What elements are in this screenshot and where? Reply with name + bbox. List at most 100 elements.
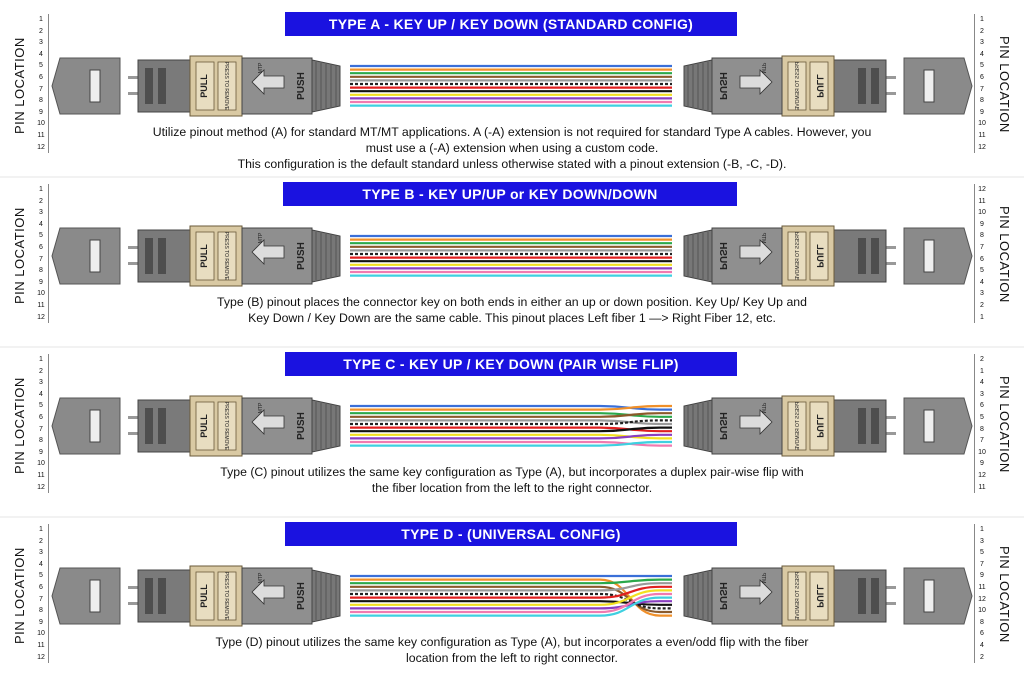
pull-label: PULL — [815, 244, 825, 268]
pin-number: 5 — [980, 267, 984, 275]
press-to-remove-label: PRESS TO REMOVE — [795, 572, 801, 621]
pin-number: 12 — [37, 313, 45, 321]
pin-number: 7 — [980, 243, 984, 251]
pin-number: 10 — [37, 460, 45, 468]
push-label: PUSH — [717, 412, 728, 440]
mtp-label: MTP — [760, 572, 766, 583]
pull-label: PULL — [199, 584, 209, 608]
pin-number: 7 — [980, 560, 984, 568]
pin-number: 1 — [980, 526, 984, 533]
pin-number: 8 — [39, 97, 43, 105]
push-label: PUSH — [717, 242, 728, 270]
pin-number: 6 — [980, 402, 984, 410]
pin-location-label-right: PIN LOCATION — [997, 546, 1012, 643]
fiber-bundle — [350, 574, 672, 617]
pin-number: 2 — [39, 537, 43, 545]
pin-number: 10 — [978, 607, 986, 615]
pin-number: 7 — [39, 425, 43, 433]
pin-number: 5 — [980, 62, 984, 70]
description-line: Key Down / Key Down are the same cable. … — [248, 311, 776, 325]
pin-number: 7 — [39, 255, 43, 263]
pin-number: 9 — [980, 572, 984, 580]
mtp-label: MTP — [258, 62, 264, 73]
pin-number: 8 — [39, 267, 43, 275]
pin-number: 3 — [39, 39, 43, 47]
push-label: PUSH — [296, 72, 307, 100]
description-line: location from the left to right connecto… — [406, 651, 618, 665]
fiber-line — [350, 440, 672, 447]
pin-number: 11 — [37, 641, 45, 649]
pin-number: 11 — [978, 483, 986, 491]
pin-location-label-left: PIN LOCATION — [12, 207, 27, 304]
push-label: PUSH — [717, 72, 728, 100]
description-line: This configuration is the default standa… — [237, 157, 787, 171]
pin-number: 7 — [39, 85, 43, 93]
press-to-remove-label: PRESS TO REMOVE — [223, 572, 229, 621]
push-label: PUSH — [296, 582, 307, 610]
fiber-line — [350, 585, 672, 599]
pin-number: 10 — [37, 630, 45, 638]
pin-number: 5 — [980, 549, 984, 557]
pin-number: 1 — [39, 16, 43, 23]
pin-number: 3 — [39, 209, 43, 217]
pin-number: 1 — [980, 367, 984, 375]
pin-number: 6 — [39, 243, 43, 251]
pin-number: 3 — [39, 379, 43, 387]
pin-number: 11 — [978, 197, 986, 205]
description-line: Type (C) pinout utilizes the same key co… — [220, 465, 804, 479]
fiber-line — [350, 585, 672, 614]
push-label: PUSH — [296, 412, 307, 440]
pin-number: 12 — [37, 483, 45, 491]
press-to-remove-label: PRESS TO REMOVE — [795, 62, 801, 111]
press-to-remove-label: PRESS TO REMOVE — [795, 232, 801, 281]
pin-number: 9 — [980, 460, 984, 468]
pin-number: 1 — [980, 313, 984, 321]
pin-number: 5 — [39, 402, 43, 410]
fiber-line — [350, 419, 672, 426]
pin-number: 6 — [980, 255, 984, 263]
pin-number: 12 — [37, 653, 45, 661]
panel-description: Utilize pinout method (A) for standard M… — [80, 124, 944, 172]
pin-number: 4 — [39, 560, 43, 568]
pin-number: 11 — [37, 131, 45, 139]
pin-number: 6 — [39, 583, 43, 591]
pin-number: 1 — [980, 16, 984, 23]
pull-label: PULL — [199, 244, 209, 268]
pin-number: 1 — [39, 526, 43, 533]
fiber-line — [350, 592, 672, 610]
pin-number: 2 — [39, 27, 43, 35]
fiber-line — [350, 600, 672, 610]
pin-number: 8 — [980, 618, 984, 626]
fiber-bundle — [350, 234, 672, 277]
fiber-line — [350, 589, 672, 606]
fiber-bundle — [350, 64, 672, 107]
pin-number: 9 — [39, 618, 43, 626]
pin-number: 12 — [978, 186, 986, 193]
panel-description: Type (D) pinout utilizes the same key co… — [80, 634, 944, 666]
pin-number: 10 — [978, 120, 986, 128]
fiber-line — [350, 582, 672, 592]
pin-number: 1 — [39, 186, 43, 193]
press-to-remove-label: PRESS TO REMOVE — [223, 232, 229, 281]
pin-number: 6 — [39, 413, 43, 421]
pin-number: 8 — [980, 425, 984, 433]
pin-number: 7 — [980, 85, 984, 93]
pull-label: PULL — [815, 414, 825, 438]
pin-number: 3 — [980, 390, 984, 398]
pin-number: 11 — [37, 471, 45, 479]
pin-number: 9 — [980, 220, 984, 228]
pin-number: 3 — [980, 39, 984, 47]
pull-label: PULL — [199, 414, 209, 438]
mtp-label: MTP — [258, 402, 264, 413]
fiber-line — [350, 578, 672, 585]
description-line: must use a (-A) extension when using a c… — [365, 141, 659, 155]
